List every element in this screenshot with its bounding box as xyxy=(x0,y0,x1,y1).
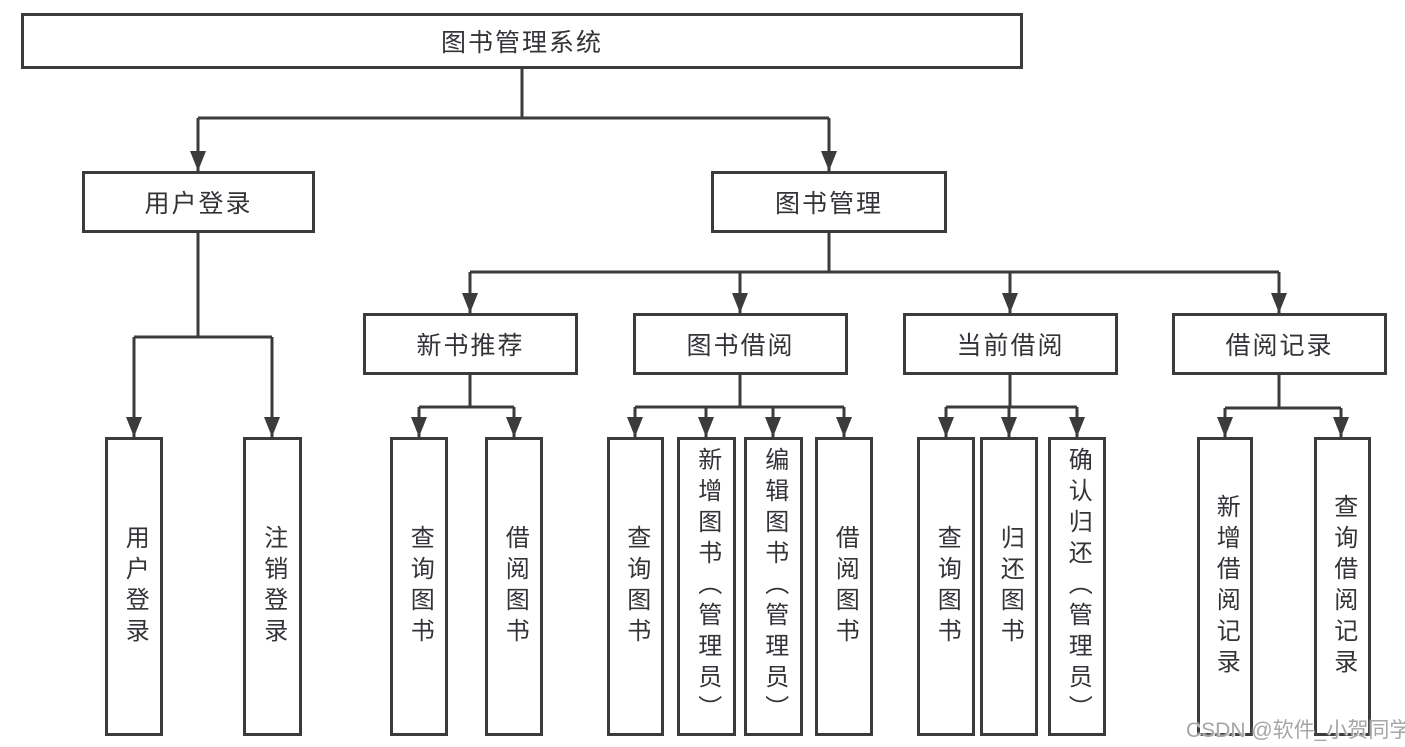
node-book-management: 图书管理 xyxy=(711,171,947,233)
leaf-borrow-books: 借阅图书 xyxy=(815,437,873,736)
leaf-label: 查询图书 xyxy=(933,524,961,649)
leaf-user-login: 用户登录 xyxy=(105,437,163,736)
leaf-label: 注销登录 xyxy=(259,524,287,649)
csdn-watermark: CSDN @软件_小贺同学 xyxy=(1186,719,1405,742)
leaf-query-books-newbook: 查询图书 xyxy=(390,437,448,736)
leaf-query-books-borrow: 查询图书 xyxy=(607,437,664,736)
leaf-label: 归还图书 xyxy=(996,524,1024,649)
leaf-edit-books-admin: 编辑图书（管理员） xyxy=(744,437,803,736)
leaf-label: 借阅图书 xyxy=(501,524,529,649)
leaf-label: 确认归还（管理员） xyxy=(1064,447,1092,726)
connector-current-to-leaves xyxy=(938,375,1085,437)
leaf-borrow-books-newbook: 借阅图书 xyxy=(485,437,543,736)
leaf-label: 用户登录 xyxy=(121,524,149,649)
leaf-label: 查询图书 xyxy=(406,524,434,649)
connector-root-to-level2 xyxy=(190,69,837,171)
node-label: 借阅记录 xyxy=(1225,332,1334,360)
node-label: 图书管理系统 xyxy=(440,29,603,57)
node-book-borrowing: 图书借阅 xyxy=(633,313,848,375)
leaf-logout: 注销登录 xyxy=(243,437,302,736)
node-borrowing-records: 借阅记录 xyxy=(1172,313,1387,375)
connector-newbook-to-leaves xyxy=(411,375,522,437)
node-new-book-recommendation: 新书推荐 xyxy=(363,313,578,375)
node-label: 图书借阅 xyxy=(686,332,795,360)
leaf-label: 查询图书 xyxy=(622,524,650,649)
node-label: 用户登录 xyxy=(144,190,253,218)
leaf-label: 借阅图书 xyxy=(831,524,859,649)
connector-borrow-to-leaves xyxy=(627,375,852,437)
node-library-management-system: 图书管理系统 xyxy=(21,13,1023,69)
leaf-return-books: 归还图书 xyxy=(980,437,1038,736)
leaf-label: 新增图书（管理员） xyxy=(693,447,721,726)
leaf-add-books-admin: 新增图书（管理员） xyxy=(677,437,736,736)
node-user-login: 用户登录 xyxy=(82,171,315,233)
leaf-confirm-return-admin: 确认归还（管理员） xyxy=(1048,437,1106,736)
node-label: 新书推荐 xyxy=(416,332,525,360)
node-current-borrowing: 当前借阅 xyxy=(903,313,1118,375)
leaf-query-books-current: 查询图书 xyxy=(917,437,975,736)
connector-record-to-leaves xyxy=(1217,375,1349,437)
leaf-add-borrow-record: 新增借阅记录 xyxy=(1197,437,1253,736)
leaf-label: 编辑图书（管理员） xyxy=(760,447,788,726)
node-label: 图书管理 xyxy=(774,190,883,218)
connector-book-mgmt-to-level3 xyxy=(462,233,1287,313)
connector-user-login-to-leaves xyxy=(126,233,280,437)
node-label: 当前借阅 xyxy=(956,332,1065,360)
leaf-label: 新增借阅记录 xyxy=(1212,493,1240,680)
leaf-label: 查询借阅记录 xyxy=(1329,493,1357,680)
leaf-query-borrow-record: 查询借阅记录 xyxy=(1314,437,1371,736)
